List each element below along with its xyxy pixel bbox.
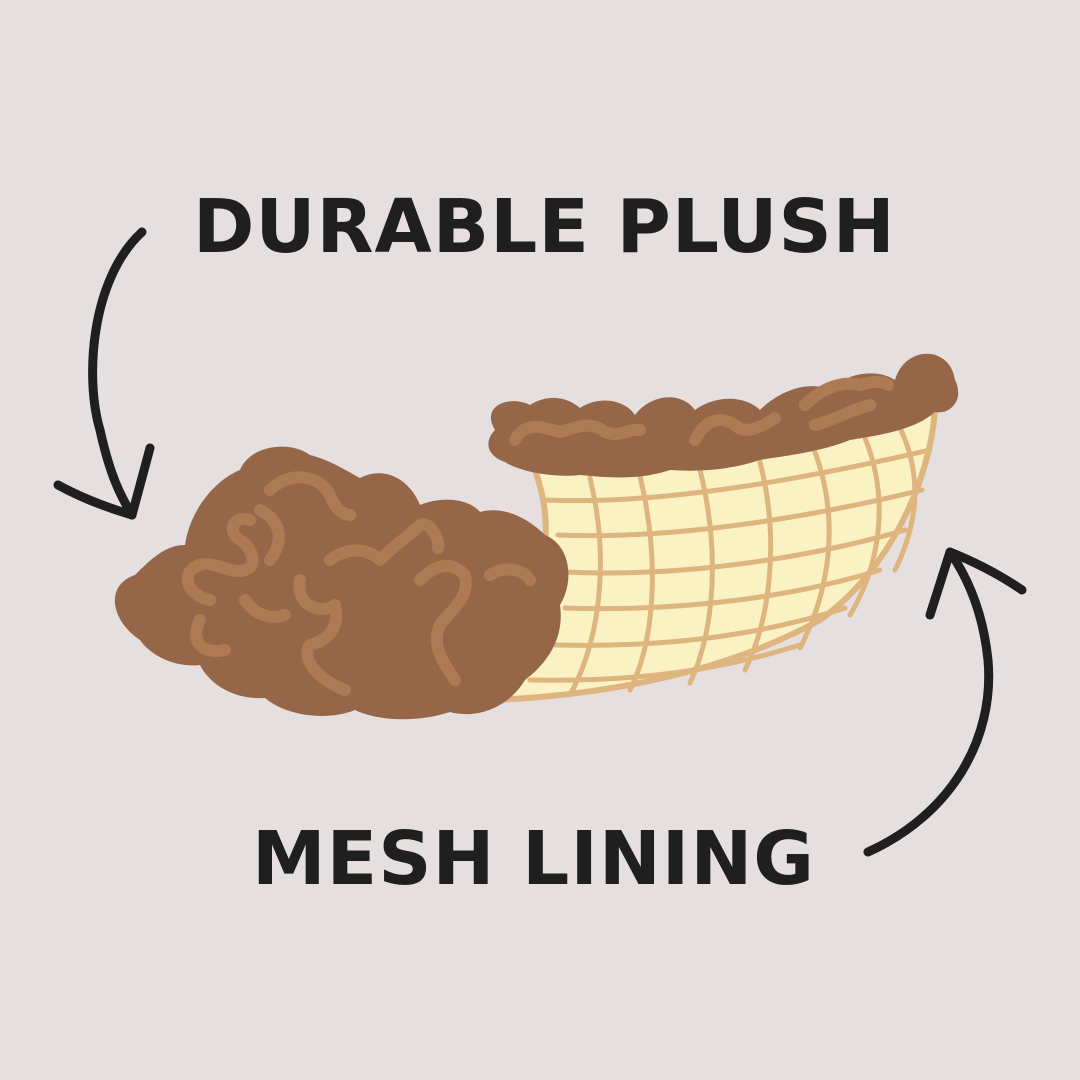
mesh-lining-label: MESH LINING bbox=[252, 816, 816, 902]
plush-brim-shape bbox=[488, 353, 959, 478]
curved-arrow-up-icon bbox=[863, 547, 1027, 857]
mesh-lining-shape bbox=[487, 407, 938, 703]
curved-arrow-down-icon bbox=[53, 227, 155, 520]
durable-plush-label: DURABLE PLUSH bbox=[193, 184, 896, 270]
plush-clump-shape bbox=[114, 446, 569, 720]
